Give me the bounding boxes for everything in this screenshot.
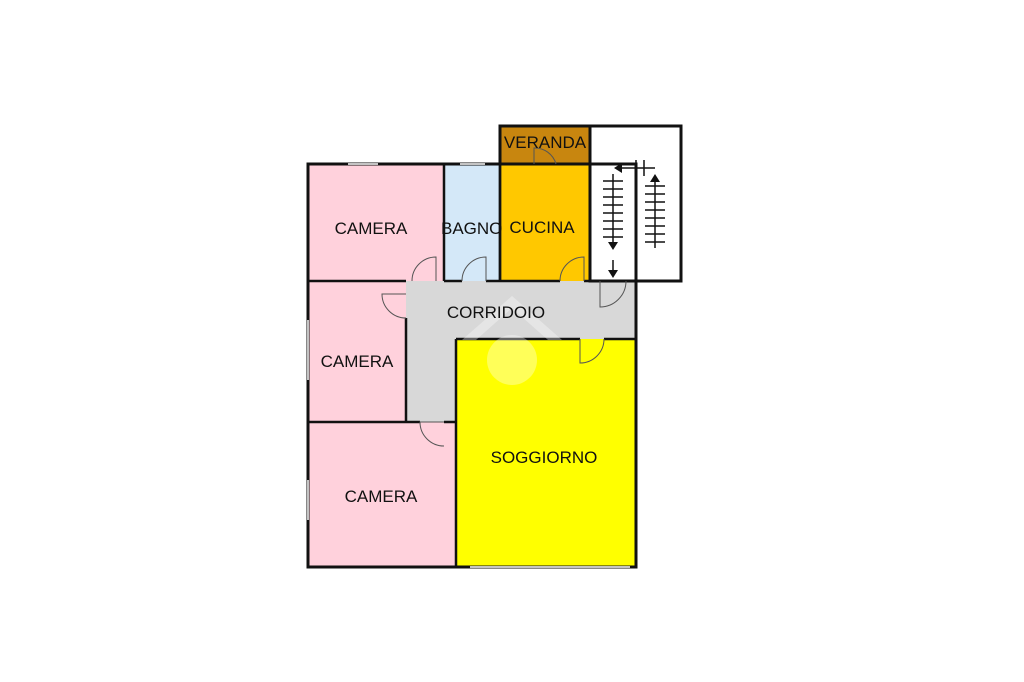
door-cucina [559,256,585,282]
room-corridoio [406,281,636,422]
door-camera-mid [381,293,407,319]
door-camera-bottom [419,421,445,447]
room-soggiorno [456,339,636,567]
window-marks [307,163,630,568]
door-soggiorno [579,338,605,364]
door-camera-top [411,256,437,282]
label-veranda: VERANDA [504,133,587,152]
label-camera-bottom: CAMERA [345,487,418,506]
stairs-icon [603,160,665,278]
door-stairwell [599,280,627,308]
label-soggiorno: SOGGIORNO [491,448,598,467]
label-camera-top: CAMERA [335,219,408,238]
room-veranda [500,126,590,164]
door-arcs [381,147,627,447]
door-veranda [533,147,557,165]
label-camera-mid: CAMERA [321,352,394,371]
room-camera-bottom [308,422,456,567]
room-cucina [500,164,590,281]
outer-wall-stairwell [588,124,683,283]
label-bagno: BAGNO [441,219,502,238]
room-camera-mid [308,281,406,422]
label-cucina: CUCINA [509,218,575,237]
label-corridoio: CORRIDOIO [447,303,545,322]
watermark-logo-icon [462,296,562,385]
door-bagno [461,256,487,282]
